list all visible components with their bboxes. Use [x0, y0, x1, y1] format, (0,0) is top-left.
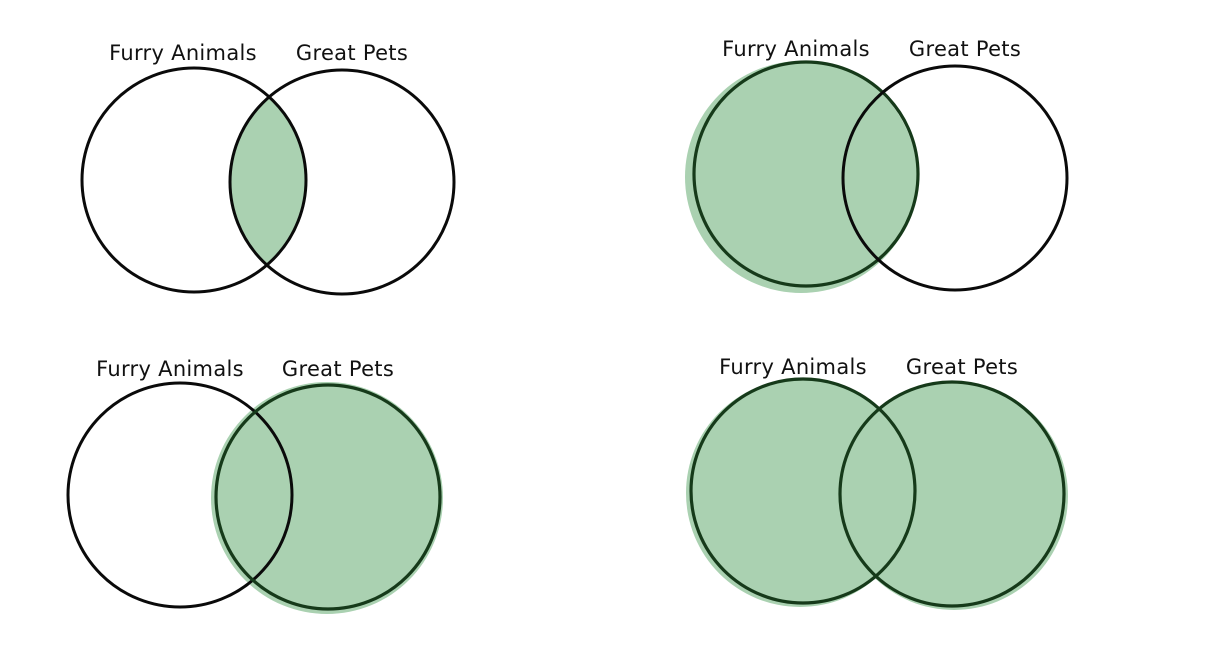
circle-great-pets	[838, 380, 1066, 608]
label-great-pets: Great Pets	[909, 37, 1021, 61]
circle-furry-animals	[80, 66, 308, 294]
label-furry-animals: Furry Animals	[722, 37, 870, 61]
venn-diagram-intersection: Furry Animals Great Pets	[80, 41, 456, 296]
shaded-region-great-pets	[211, 382, 443, 614]
venn-diagram-right-only: Furry Animals Great Pets	[66, 357, 443, 614]
circle-great-pets	[228, 68, 456, 296]
label-great-pets: Great Pets	[282, 357, 394, 381]
shaded-region-intersection	[230, 70, 306, 292]
circle-furry-animals	[689, 377, 917, 605]
label-great-pets: Great Pets	[296, 41, 408, 65]
label-furry-animals: Furry Animals	[719, 355, 867, 379]
circle-furry-animals	[66, 381, 294, 609]
label-furry-animals: Furry Animals	[96, 357, 244, 381]
venn-diagram-left-only: Furry Animals Great Pets	[685, 37, 1069, 293]
venn-diagram-union: Furry Animals Great Pets	[686, 355, 1068, 610]
label-furry-animals: Furry Animals	[109, 41, 257, 65]
circle-great-pets	[214, 383, 442, 611]
circle-great-pets	[841, 64, 1069, 292]
circle-furry-animals	[692, 60, 920, 288]
label-great-pets: Great Pets	[906, 355, 1018, 379]
